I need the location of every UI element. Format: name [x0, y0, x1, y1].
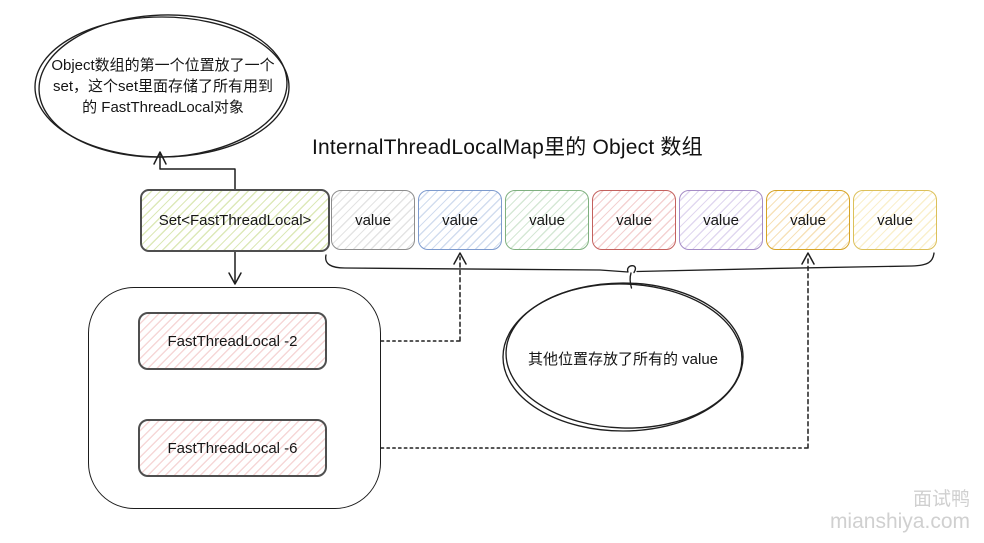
- arrowhead-up-icon: [453, 252, 467, 265]
- array-cell-value: value: [418, 190, 502, 250]
- watermark: 面试鸭 mianshiya.com: [830, 489, 970, 533]
- array-cell-value: value: [505, 190, 589, 250]
- middle-annotation-text: 其他位置存放了所有的 value: [527, 351, 719, 368]
- fastthreadlocal-6-box: FastThreadLocal -6: [138, 419, 327, 477]
- diagram-title: InternalThreadLocalMap里的 Object 数组: [312, 136, 703, 159]
- array-cell-value: value: [853, 190, 937, 250]
- array-cell-value: value: [766, 190, 850, 250]
- array-cell-value: value: [331, 190, 415, 250]
- arrow-set-to-annotation: [153, 151, 236, 190]
- arrow-set-to-container: [228, 251, 242, 285]
- arrowhead-up-icon: [153, 151, 167, 165]
- watermark-brand: 面试鸭: [912, 489, 970, 510]
- arrowhead-up-icon: [801, 252, 815, 265]
- fastthreadlocal-2-box: FastThreadLocal -2: [138, 312, 327, 370]
- array-cell-value: value: [679, 190, 763, 250]
- array-cell-value: value: [592, 190, 676, 250]
- brace-tail: [629, 272, 633, 289]
- arrowhead-down-icon: [228, 272, 242, 285]
- watermark-site: mianshiya.com: [829, 510, 970, 533]
- values-brace: [324, 252, 935, 289]
- array-cell-set: Set<FastThreadLocal>: [140, 189, 330, 252]
- top-annotation-text: Object数组的第一个位置放了一个 set，这个set里面存储了所有用到 的 …: [51, 57, 275, 116]
